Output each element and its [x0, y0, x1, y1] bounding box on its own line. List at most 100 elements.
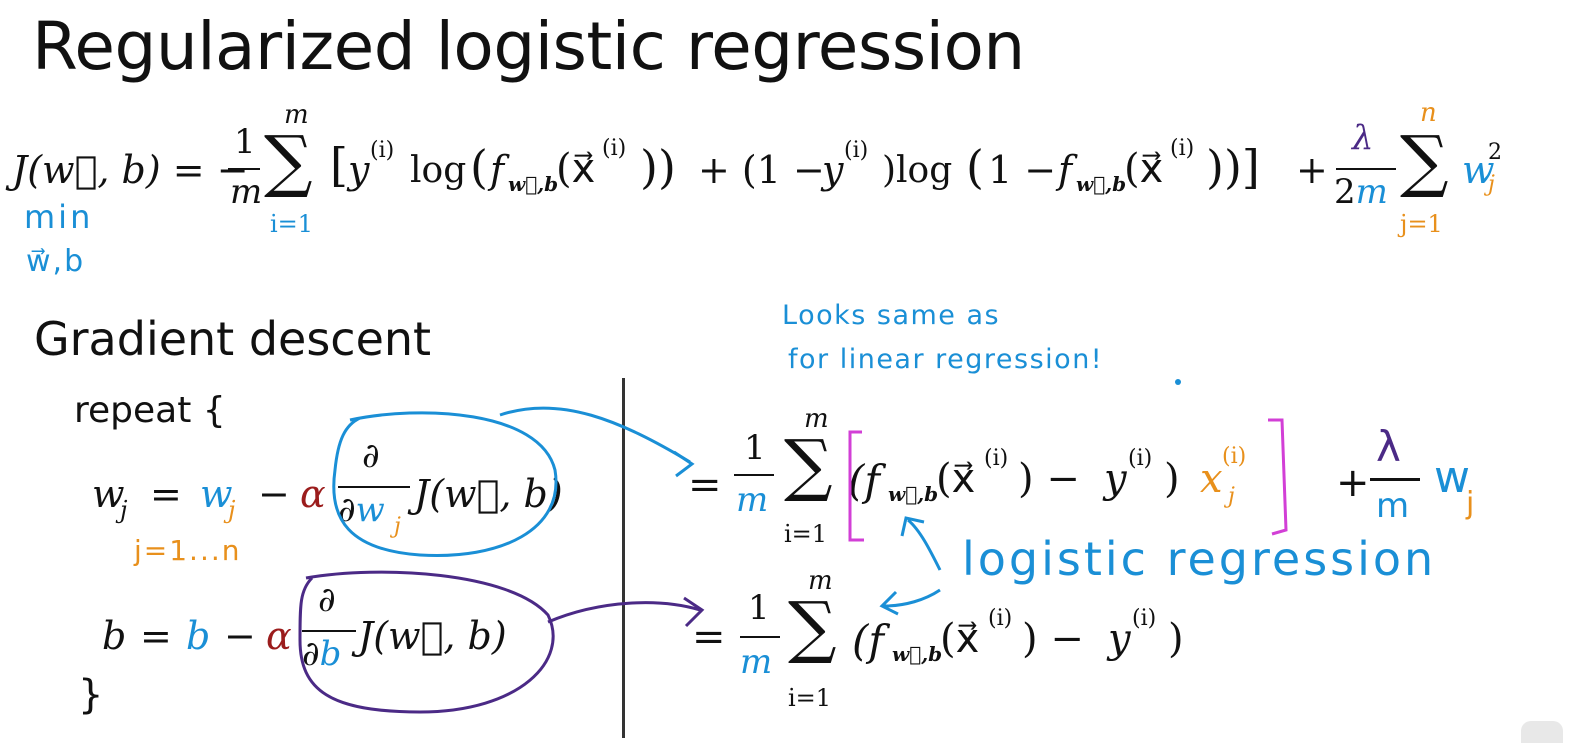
cost-y1: y — [348, 148, 370, 192]
update-b-partial-den: ∂b — [302, 634, 342, 674]
update-w-lhs: w — [92, 472, 125, 516]
purple-arrow-b — [547, 601, 701, 624]
blue-arrow-down — [883, 588, 941, 608]
magenta-bracket-left — [848, 430, 864, 542]
exclamation-dot — [1175, 379, 1181, 385]
logistic-regression-label: logistic regression — [962, 532, 1437, 586]
update-b-lhs: b — [102, 614, 127, 658]
min-label: min — [24, 198, 94, 236]
repeat-label: repeat { — [74, 390, 226, 431]
deriv-w-eq: = — [688, 462, 722, 508]
update-w-lhs-sub: j — [120, 496, 128, 524]
deriv-b-eq: = — [692, 614, 726, 660]
cost-f1-sub: w⃗,b — [508, 172, 559, 196]
deriv-w-den: m — [736, 480, 769, 520]
blue-arrow-up — [907, 518, 942, 571]
deriv-w-reg-den: m — [1376, 486, 1410, 526]
purple-arrow-b-head — [683, 596, 705, 628]
update-b-partial-num: ∂ — [318, 580, 336, 620]
cost-plus-reg: + — [1296, 148, 1328, 192]
deriv-w-x-sup: (i) — [984, 446, 1009, 471]
cost-reg-w: w — [1462, 148, 1495, 192]
blue-circle-dw — [332, 411, 558, 558]
deriv-b-f-sub: w⃗,b — [892, 642, 943, 666]
cost-reg-w-sub: j — [1488, 172, 1495, 197]
update-w-w-sub: j — [228, 496, 236, 524]
cost-reg-sum-upper: n — [1420, 98, 1437, 128]
cost-reg-den: 2m — [1334, 172, 1388, 212]
purple-circle-db — [298, 570, 555, 714]
section-title: Gradient descent — [34, 312, 432, 366]
deriv-b-x: (x⃗ — [940, 616, 980, 662]
cost-close-b: ))] — [1206, 140, 1260, 194]
cost-x2-paren: (x⃗ — [1124, 146, 1164, 192]
update-b-alpha: α — [266, 614, 292, 658]
cost-log1: log — [410, 150, 467, 191]
deriv-w-minus: ) − — [1018, 456, 1080, 502]
cost-y1-sup: (i) — [370, 138, 395, 163]
update-w-J: J(w⃗, b) — [414, 472, 563, 516]
deriv-w-f-sub: w⃗,b — [888, 482, 939, 506]
deriv-w-xj-sup: (i) — [1222, 444, 1247, 469]
deriv-w-reg-frac-bar — [1370, 478, 1420, 481]
magenta-bracket-right — [1268, 418, 1288, 536]
update-w-w: w — [200, 472, 233, 516]
cost-f2: f — [1058, 148, 1073, 192]
cost-log2: )log — [882, 150, 953, 191]
deriv-b-minus: ) − — [1022, 616, 1084, 662]
deriv-w-y: y — [1104, 456, 1127, 502]
deriv-w-frac-bar — [734, 474, 774, 476]
cost-reg-sum-lower: j=1 — [1400, 210, 1443, 238]
deriv-w-sum-lower: i=1 — [784, 520, 828, 548]
cost-frac-num: 1 — [234, 122, 256, 162]
deriv-b-y-sup: (i) — [1132, 606, 1157, 631]
vertical-divider — [622, 378, 625, 738]
deriv-b-close: ) — [1168, 616, 1184, 662]
deriv-w-plus: + — [1336, 460, 1370, 506]
cost-lhs: J(w⃗, b) = − — [12, 148, 249, 192]
j-range-label: j=1...n — [134, 534, 242, 567]
deriv-w-x: (x⃗ — [936, 456, 976, 502]
note-line-2: for linear regression! — [788, 344, 1104, 375]
closing-brace: } — [78, 672, 104, 718]
deriv-b-f: (f — [852, 616, 884, 665]
deriv-w-reg-w-sub: j — [1466, 486, 1475, 521]
cost-paren2: ( — [966, 140, 984, 194]
deriv-b-x-sup: (i) — [988, 606, 1013, 631]
cost-y2-sup: (i) — [844, 138, 869, 163]
deriv-w-close: ) — [1164, 456, 1180, 502]
deriv-b-num: 1 — [748, 588, 770, 628]
slide-title: Regularized logistic regression — [32, 8, 1025, 85]
update-w-partial-num: ∂ — [362, 436, 380, 476]
blue-arrow-w-head — [673, 450, 695, 478]
cost-one-minus: 1 − — [988, 148, 1057, 192]
blue-arrow-down-head — [879, 590, 899, 616]
update-w-alpha: α — [300, 472, 326, 516]
deriv-b-y: y — [1108, 616, 1131, 662]
cost-plus1: + (1 − — [698, 148, 825, 192]
min-sub-label: w⃗,b — [26, 244, 86, 279]
deriv-b-den: m — [740, 642, 773, 682]
update-b-minus: − — [224, 614, 256, 658]
update-w-minus: − — [258, 472, 290, 516]
update-b-b: b — [186, 614, 211, 658]
update-b-frac-bar — [302, 630, 356, 632]
deriv-w-sum-upper: m — [804, 404, 829, 434]
deriv-w-f: (f — [848, 456, 880, 505]
blue-arrow-up-head — [900, 516, 925, 537]
deriv-b-sum-lower: i=1 — [788, 684, 832, 712]
cost-reg-w-sup: 2 — [1488, 140, 1502, 165]
cost-f1: f — [490, 148, 505, 192]
deriv-w-num: 1 — [744, 428, 766, 468]
deriv-b-sum-upper: m — [808, 566, 833, 596]
cost-sum-sigma: ∑ — [264, 122, 313, 201]
blue-arrow-w — [499, 406, 691, 464]
update-b-eq: = — [140, 614, 172, 658]
cost-reg-frac-bar — [1336, 168, 1396, 170]
deriv-w-xj: x — [1200, 456, 1223, 502]
deriv-w-lambda: λ — [1376, 422, 1401, 471]
cost-frac-den: m — [230, 172, 263, 212]
cost-y2: y — [822, 148, 844, 192]
